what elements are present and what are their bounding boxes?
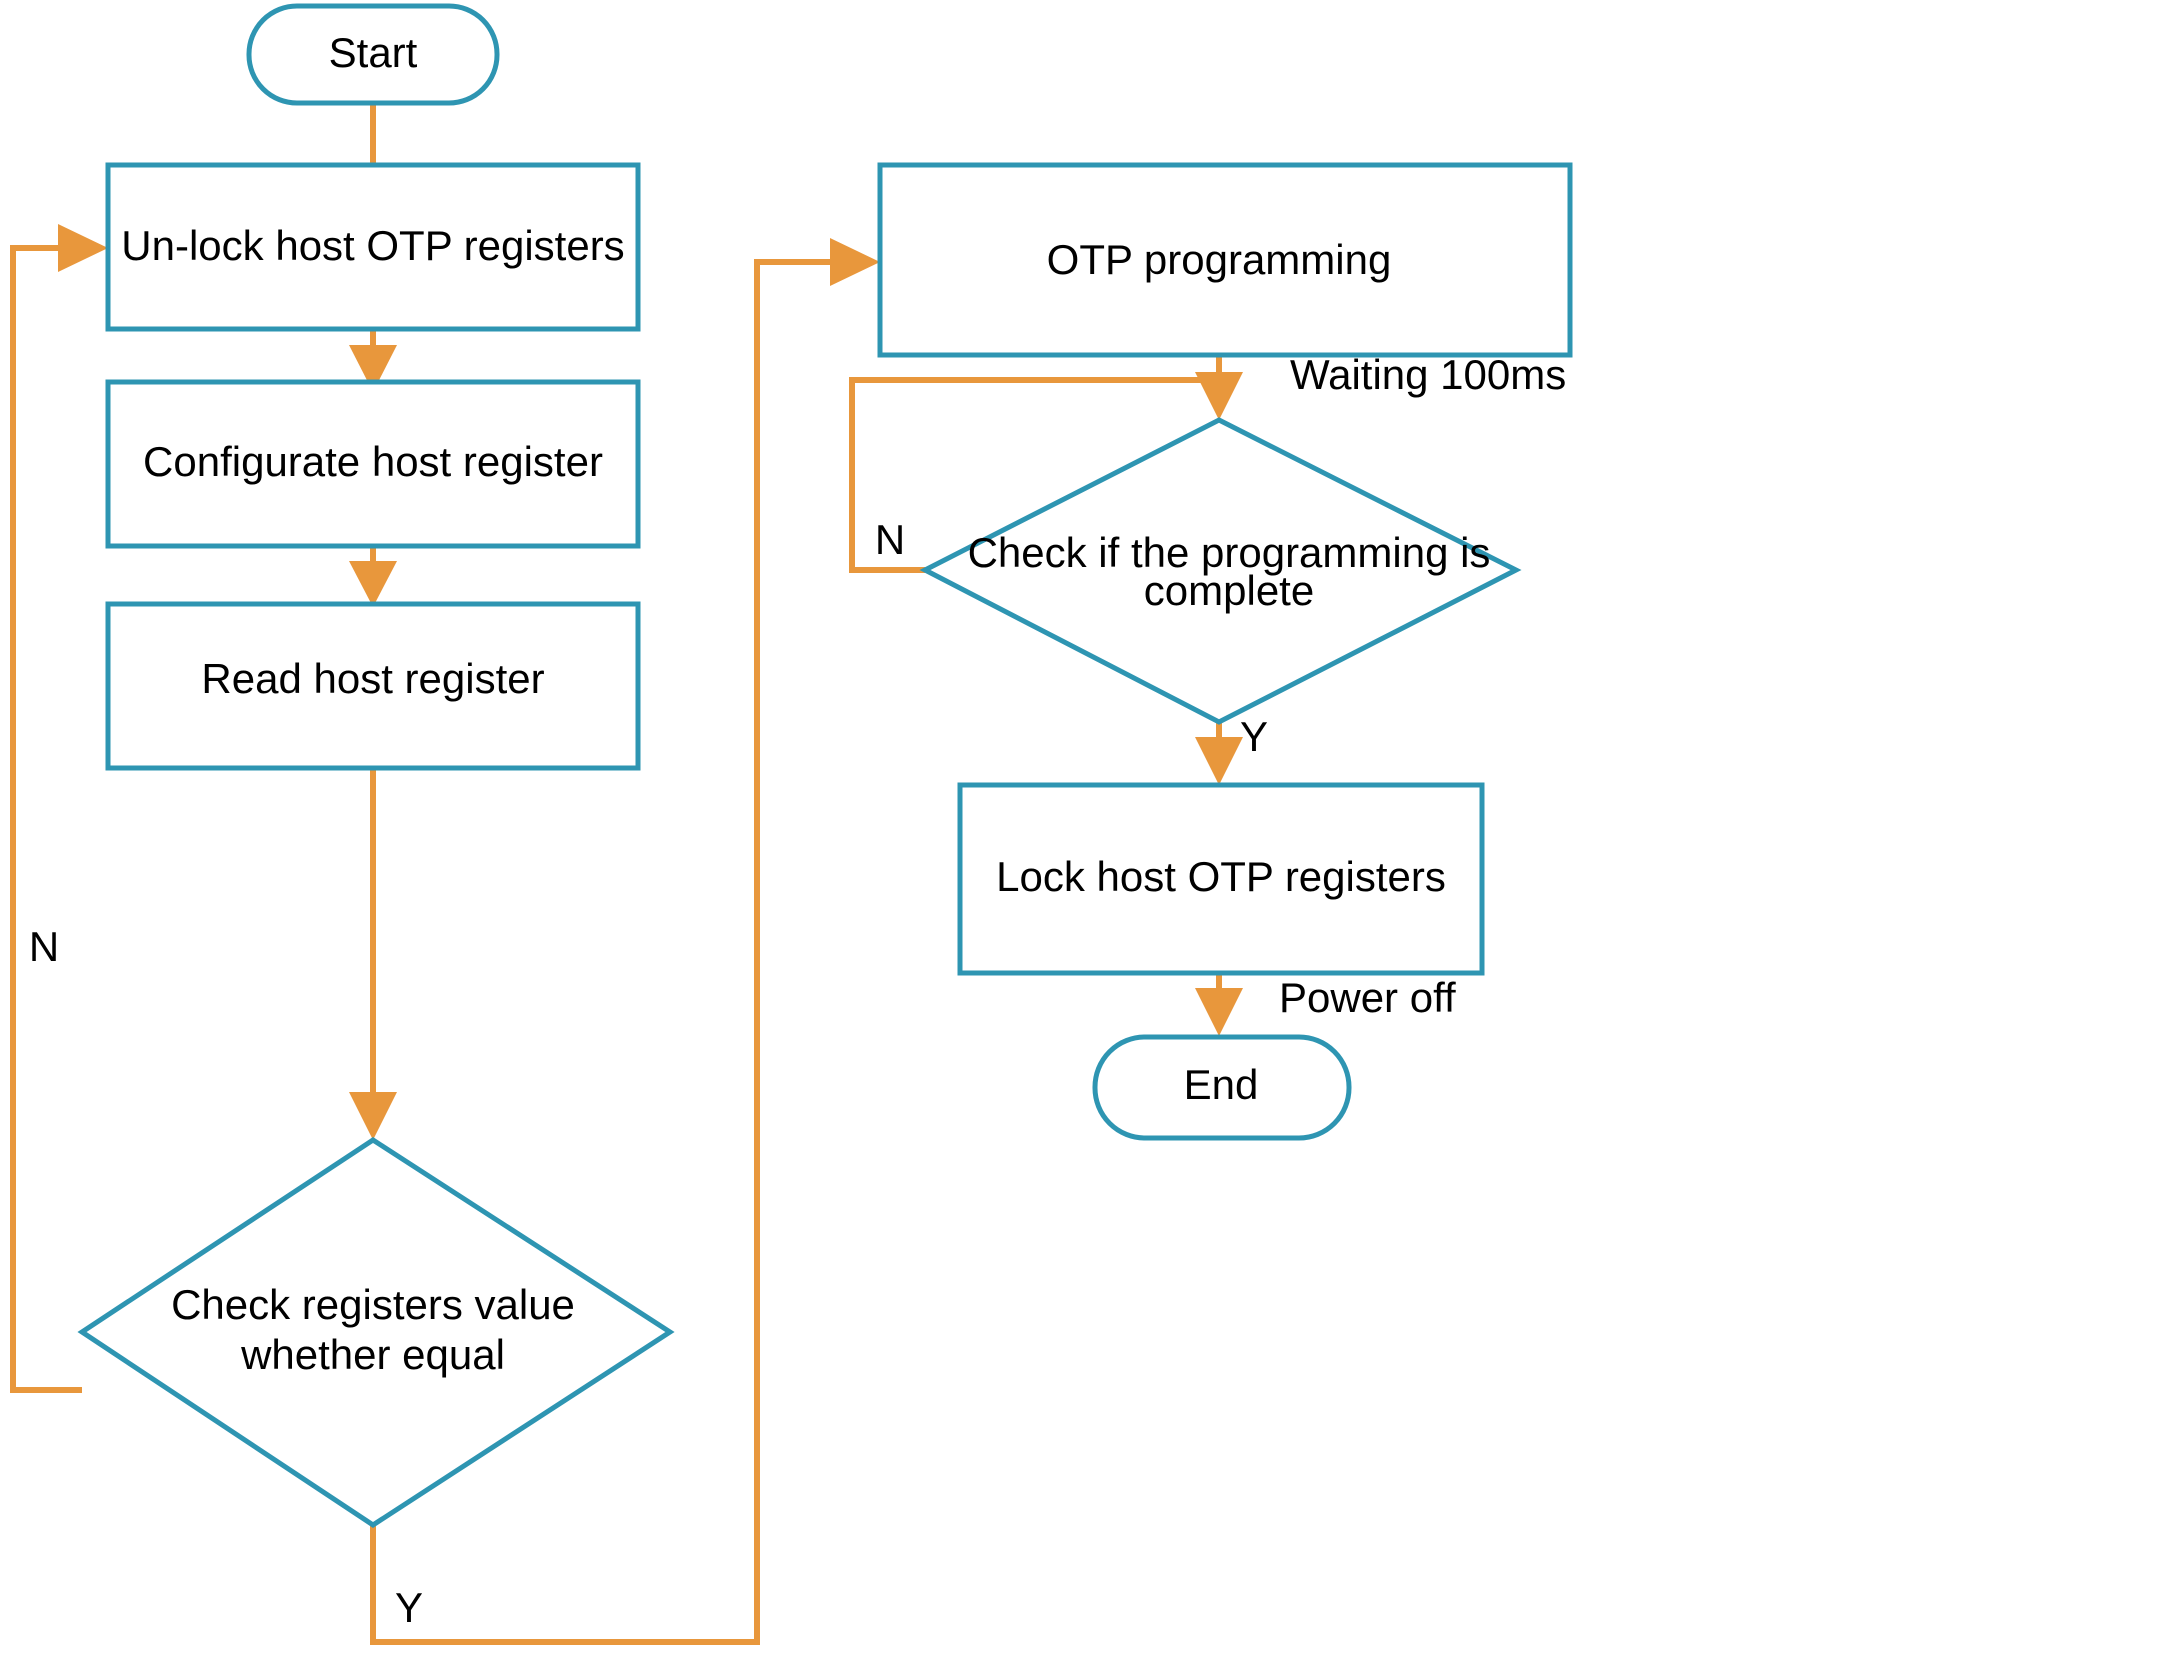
node-read-label: Read host register <box>201 655 544 702</box>
node-configurate-label: Configurate host register <box>143 438 603 485</box>
edge-label-check-equal-no: N <box>29 923 59 970</box>
edge-label-check-done-no: N <box>875 516 905 563</box>
node-start[interactable] <box>246 3 500 106</box>
node-end-label: End <box>1184 1061 1259 1108</box>
node-end[interactable] <box>1092 1034 1352 1141</box>
arrowhead-read-to-check-equal <box>349 1092 397 1140</box>
node-configurate[interactable] <box>105 379 641 549</box>
node-lock[interactable] <box>957 782 1485 976</box>
arrowhead-check-equal-no-loop <box>58 224 108 272</box>
arrowhead-configurate-to-read <box>349 561 397 607</box>
node-check-done-label-line2: complete <box>1144 567 1314 614</box>
node-otp-programming-label: OTP programming <box>1047 236 1392 283</box>
arrowhead-unlock-to-configurate <box>349 345 397 392</box>
node-check-done[interactable] <box>919 417 1522 725</box>
node-start-label: Start <box>329 29 418 76</box>
node-unlock-label: Un-lock host OTP registers <box>121 222 624 269</box>
connector-check-equal-yes-to-otp <box>370 259 836 1645</box>
node-otp-programming[interactable] <box>877 162 1573 358</box>
edge-label-check-equal-yes: Y <box>395 1584 423 1631</box>
edge-label-check-done-yes: Y <box>1240 713 1268 760</box>
arrowhead-check-equal-yes-to-otp <box>830 238 880 286</box>
arrowhead-lock-to-end <box>1195 988 1243 1036</box>
node-check-equal[interactable] <box>77 1137 675 1528</box>
node-read[interactable] <box>105 601 641 771</box>
node-check-equal-label-line2: whether equal <box>240 1331 505 1378</box>
edge-label-power-off: Power off <box>1279 974 1456 1021</box>
edge-label-waiting-100ms: Waiting 100ms <box>1290 351 1566 398</box>
connector-check-equal-no-loop <box>10 245 82 1393</box>
arrowhead-otp-to-check-done <box>1195 372 1243 420</box>
node-check-done-label-line1: Check if the programming is <box>968 529 1491 576</box>
node-check-equal-label-line1: Check registers value <box>171 1281 575 1328</box>
arrowhead-check-done-yes-to-lock <box>1195 737 1243 785</box>
node-lock-label: Lock host OTP registers <box>996 853 1446 900</box>
node-unlock[interactable] <box>105 162 641 332</box>
connector-check-done-no-loop <box>849 377 1219 573</box>
